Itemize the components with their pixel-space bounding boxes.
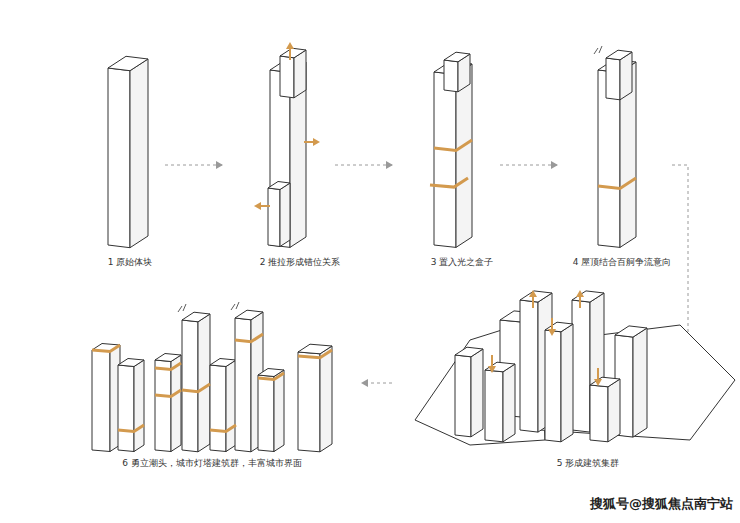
tower-volume [298,344,332,452]
stroke [485,370,503,442]
stroke [444,52,470,62]
stroke [485,362,515,372]
tower-volume [108,56,148,247]
stroke [268,188,280,247]
tower-volume [182,312,210,452]
stroke [520,300,538,432]
stroke [182,312,210,322]
stroke [92,344,120,352]
stroke [92,350,110,452]
stroke [235,318,251,452]
tower-volume [268,182,290,247]
light-box [430,178,468,187]
light-box [434,140,472,150]
stroke [298,352,320,452]
stroke [258,375,274,452]
stroke [118,365,134,452]
stroke [198,314,210,452]
stroke [615,326,647,337]
stroke [274,370,284,452]
tower-volume [258,369,284,452]
stroke [444,60,458,92]
stroke [590,377,620,387]
roof-sail [231,302,239,310]
watermark: 搜狐号@搜狐焦点南宁站 [590,496,733,512]
light-box [118,425,144,432]
stroke [134,360,144,452]
stroke [155,360,171,452]
step-caption: 4 屋顶结合百舸争流意向 [573,257,672,268]
light-box [92,345,120,352]
tower-volume [444,52,470,92]
roof-sail [178,304,186,312]
tower-volume [590,377,620,442]
push-pull-arrow [304,141,318,143]
stroke [455,347,483,357]
stroke [606,50,632,60]
light-box [298,350,332,358]
tower-volume [455,347,483,437]
stroke [108,68,130,248]
stroke [118,359,144,367]
light-box [598,178,636,188]
push-pull-arrow [551,318,553,334]
tower-volume [118,359,144,452]
stroke [606,58,620,100]
tower-volume [545,322,573,442]
stroke [608,379,620,442]
push-pull-arrow [597,368,599,384]
stroke [434,72,456,247]
stroke [320,346,332,452]
stroke [471,349,483,437]
light-box [155,363,181,370]
push-pull-arrow [289,44,291,60]
stroke [155,354,181,362]
stroke [210,365,226,452]
push-pull-arrow [532,292,534,308]
push-pull-arrow [256,205,270,207]
roof-sail [594,46,602,54]
step-caption: 6 勇立潮头，城市灯塔建筑群，丰富城市界面 [122,458,302,469]
tower-volume [210,359,236,452]
stroke [280,48,306,58]
tower-volume [155,354,181,452]
light-box [258,373,284,380]
light-box [182,384,210,392]
step-caption: 5 形成建筑集群 [557,458,620,469]
stroke [545,330,561,442]
stroke [572,291,604,302]
stroke [572,300,590,432]
stroke [182,320,198,452]
stroke [235,310,263,320]
light-box [155,390,181,397]
stroke [130,59,148,248]
tower-volume [92,344,120,452]
stroke [561,324,573,442]
push-pull-arrow [491,355,493,371]
light-box [210,425,236,432]
stroke [280,56,294,98]
step-caption: 1 原始体块 [108,257,153,268]
tower-volume [280,48,306,98]
stroke [280,183,290,247]
step-caption: 2 推拉形成错位关系 [260,257,341,268]
push-pull-arrow [579,292,581,308]
light-box [235,334,263,342]
stroke [520,291,552,302]
stroke [455,355,471,437]
step-caption: 3 置入光之盒子 [431,257,494,268]
stroke [268,182,290,190]
stroke [545,322,573,332]
stroke [590,385,608,442]
stroke [108,56,148,70]
tower-volume [606,50,632,100]
stroke [503,364,515,442]
stroke [633,328,647,437]
tower-volume [485,362,515,442]
stroke [210,359,236,367]
